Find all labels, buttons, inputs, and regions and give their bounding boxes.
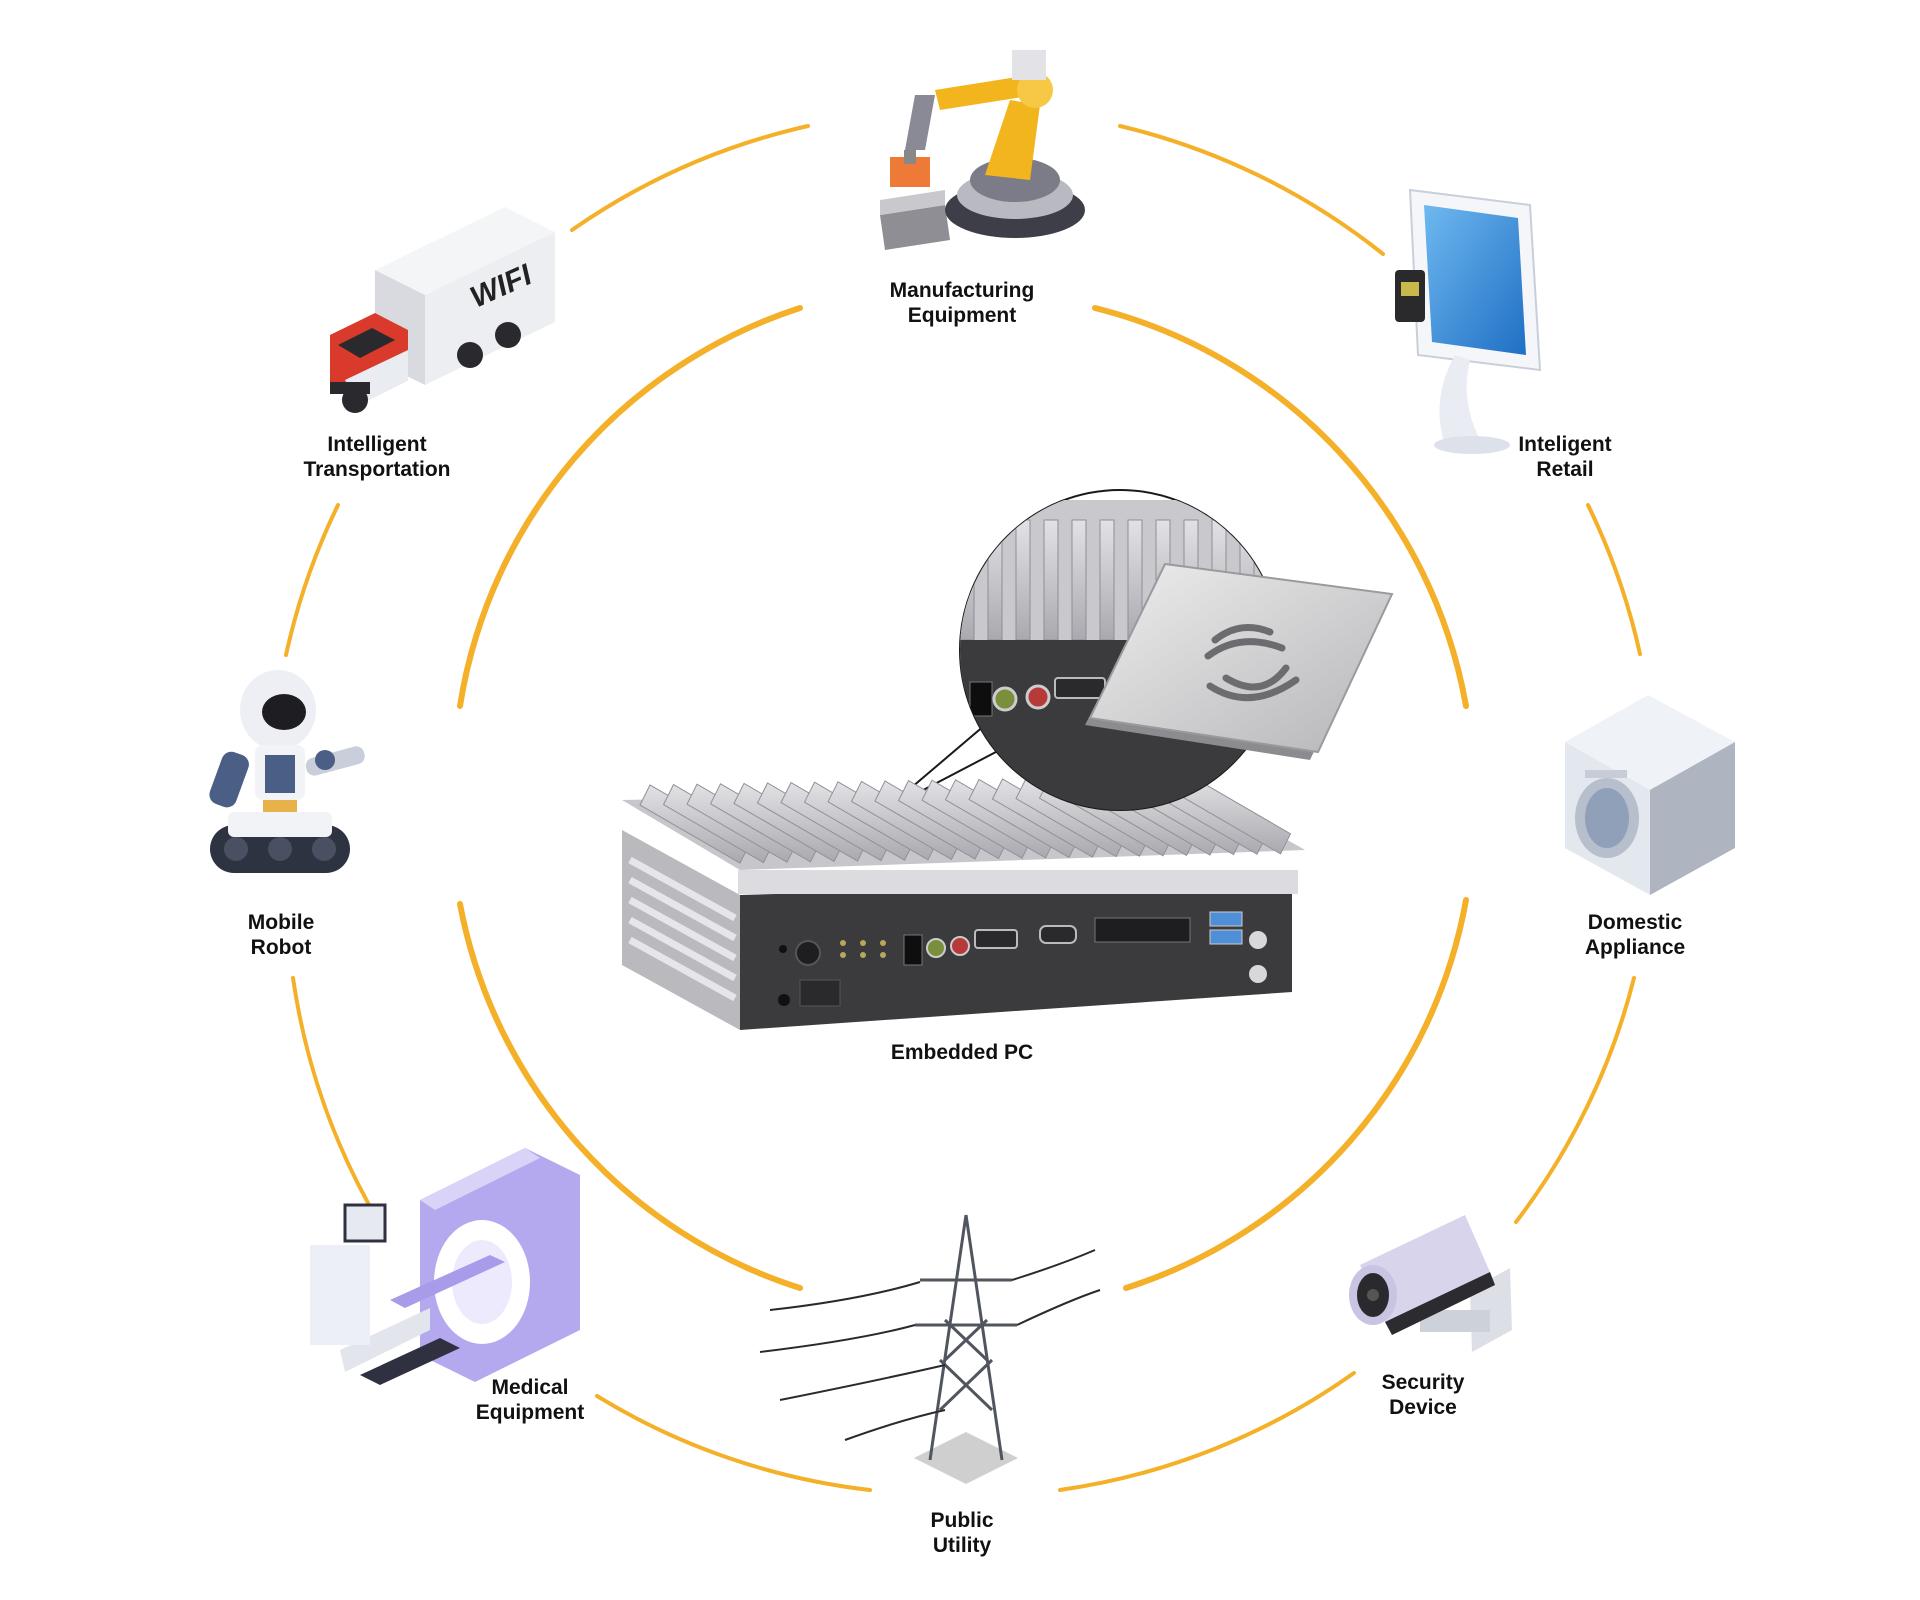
robot-arm-icon: [880, 50, 1085, 250]
heatsink-fin: [1071, 519, 1087, 641]
washing-machine-icon: [1565, 695, 1735, 895]
security-camera-icon: [1349, 1215, 1512, 1352]
label-embedded-pc: Embedded PC: [890, 1041, 1034, 1064]
ssd-icon: [1085, 562, 1394, 760]
heatsink-fin: [1099, 519, 1115, 641]
mobile-robot-icon: [209, 670, 365, 873]
truck-icon: WIFI: [330, 207, 555, 413]
outer-ring: [284, 124, 1642, 1492]
heatsink-fin: [1043, 519, 1059, 641]
kiosk-icon: [1395, 188, 1542, 454]
power-tower-icon: [759, 1214, 1101, 1484]
ct-scanner-icon: [310, 1148, 580, 1385]
inner-ring: [457, 305, 1469, 1291]
heatsink-fin: [987, 519, 1003, 641]
heatsink-fin: [1015, 519, 1031, 641]
embedded-pc-icon: [622, 489, 1394, 1030]
